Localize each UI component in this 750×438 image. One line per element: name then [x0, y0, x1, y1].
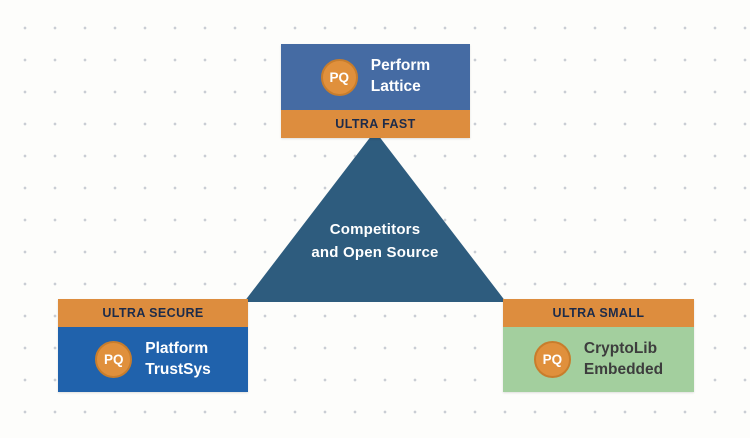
pq-logo-icon: PQ — [95, 341, 133, 378]
title-line2: Lattice — [370, 78, 421, 95]
card-platform-trustsys-title: Platform TrustSys — [145, 339, 210, 381]
badge-ultra-secure: ULTRA SECURE — [58, 299, 248, 327]
triangle-label: Competitors and Open Source — [311, 218, 438, 265]
triangle-label-line2: and Open Source — [311, 243, 439, 261]
triangle-label-line1: Competitors — [329, 220, 421, 238]
badge-ultra-fast: ULTRA FAST — [281, 110, 470, 138]
pq-logo-icon: PQ — [320, 58, 358, 96]
pq-logo-text: PQ — [329, 69, 350, 85]
card-perform-lattice: PQ Perform Lattice ULTRA FAST — [281, 44, 470, 138]
pq-logo-text: PQ — [542, 352, 563, 367]
title-line2: TrustSys — [145, 360, 211, 378]
card-platform-trustsys-body: PQ Platform TrustSys — [58, 327, 248, 392]
title-line2: Embedded — [583, 360, 664, 378]
card-cryptolib-embedded-body: PQ CryptoLib Embedded — [503, 327, 694, 392]
pq-logo-text: PQ — [103, 352, 124, 367]
card-cryptolib-embedded: ULTRA SMALL PQ CryptoLib Embedded — [503, 299, 694, 392]
pq-logo-icon: PQ — [533, 341, 571, 378]
competitors-triangle: Competitors and Open Source — [244, 131, 506, 302]
title-line1: Perform — [370, 57, 431, 75]
badge-ultra-small: ULTRA SMALL — [503, 299, 694, 327]
card-perform-lattice-title: Perform Lattice — [371, 56, 430, 98]
card-perform-lattice-body: PQ Perform Lattice — [281, 44, 470, 110]
card-platform-trustsys: ULTRA SECURE PQ Platform TrustSys — [58, 299, 248, 392]
title-line1: Platform — [145, 339, 209, 357]
card-cryptolib-embedded-title: CryptoLib Embedded — [584, 339, 663, 381]
title-line1: CryptoLib — [583, 339, 658, 357]
